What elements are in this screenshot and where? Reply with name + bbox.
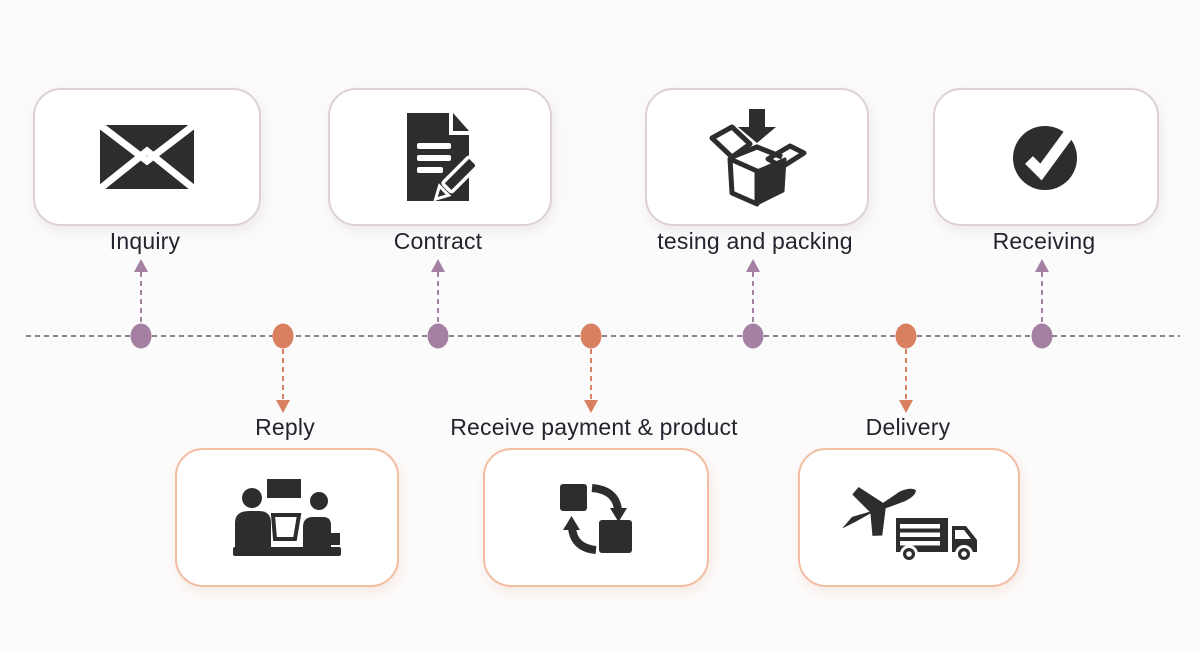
step-label-reply: Reply [255,414,315,440]
step-label-contract: Contract [393,228,483,254]
connector-contract [437,272,439,324]
card-inquiry [33,88,261,226]
timeline-line [26,335,1180,337]
timeline-dot-delivery [895,323,917,349]
arrow-up-icon [134,259,148,272]
packing-box-icon [702,107,812,207]
connector-receiving [1041,272,1043,324]
timeline-dot-contract [427,323,449,349]
check-circle-icon [1011,122,1081,192]
arrow-down-icon [899,400,913,413]
step-label-testing-packing: tesing and packing [657,228,853,254]
connector-testing-packing [752,272,754,324]
connector-delivery [905,349,907,401]
connector-reply [282,349,284,401]
card-contract [328,88,552,226]
envelope-icon [100,125,194,189]
arrow-up-icon [1035,259,1049,272]
arrow-up-icon [431,259,445,272]
timeline-dot-reply [272,323,294,349]
timeline-dot-inquiry [130,323,152,349]
meeting-discussion-icon [231,477,343,559]
timeline-dot-testing-packing [742,323,764,349]
plane-truck-icon [834,472,984,564]
step-label-delivery: Delivery [865,414,951,440]
contract-document-icon [405,111,475,203]
card-receiving [933,88,1159,226]
card-delivery [798,448,1020,587]
timeline-dot-receive-payment [580,323,602,349]
step-label-receive-payment: Receive payment & product [450,414,738,440]
card-testing-packing [645,88,869,226]
timeline-dot-receiving [1031,323,1053,349]
arrow-down-icon [584,400,598,413]
arrow-down-icon [276,400,290,413]
step-label-inquiry: Inquiry [109,228,181,254]
exchange-icon [552,480,640,556]
connector-receive-payment [590,349,592,401]
step-label-receiving: Receiving [992,228,1096,254]
connector-inquiry [140,272,142,324]
card-reply [175,448,399,587]
card-receive-payment [483,448,709,587]
arrow-up-icon [746,259,760,272]
